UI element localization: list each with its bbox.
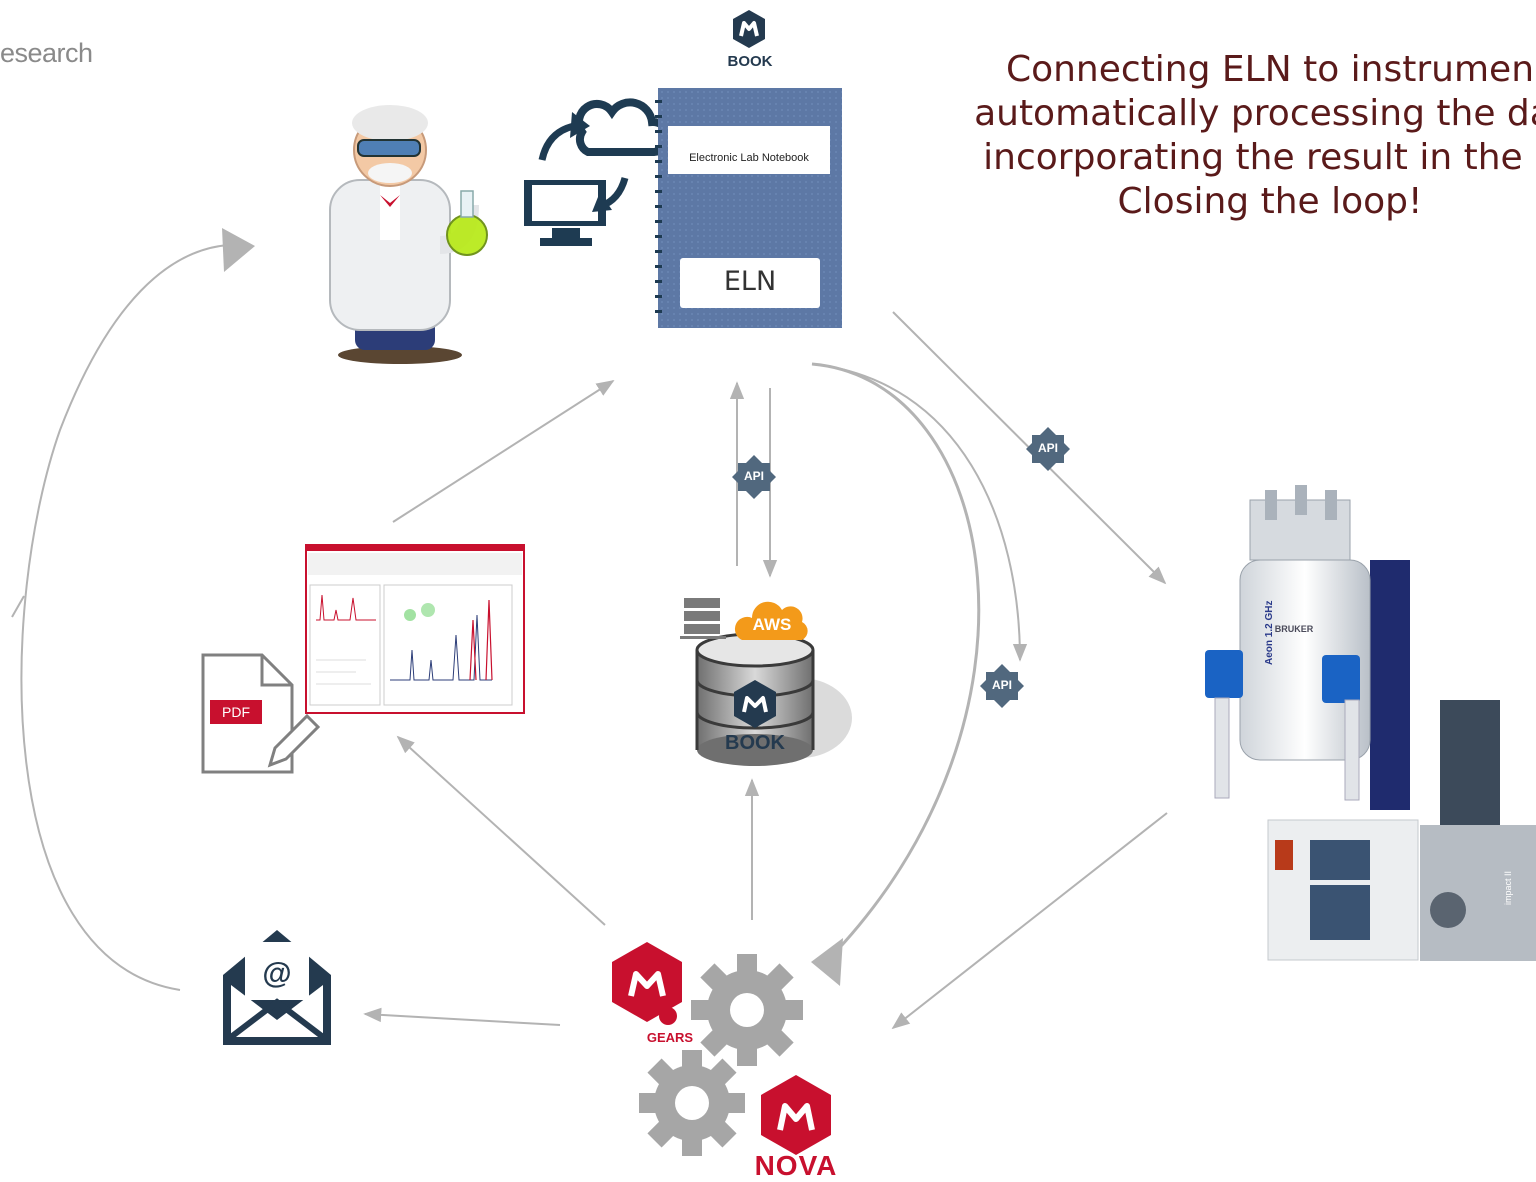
pdf-label: PDF xyxy=(222,704,250,720)
arrow-gears-to-email xyxy=(363,1007,561,1026)
server-icon xyxy=(680,598,726,639)
email-icon: @ xyxy=(223,930,331,1045)
nmr-spectrometer xyxy=(1205,485,1410,810)
book-logo-label: BOOK xyxy=(727,53,773,70)
sync-cloud-icon xyxy=(524,98,673,246)
api-badge-2 xyxy=(1026,427,1070,471)
api-label-2: API xyxy=(1037,441,1058,455)
api-label-1: API xyxy=(743,469,764,483)
api-badge-1 xyxy=(732,455,776,499)
eln-notebook xyxy=(655,88,842,328)
arrow-eln-to-api-right xyxy=(811,363,1028,662)
instrument-model: Aeon 1.2 GHz xyxy=(1264,600,1275,665)
nova-logo xyxy=(761,1075,831,1155)
loop-up-tick xyxy=(11,595,25,618)
arrowhead-to-gears xyxy=(811,938,843,986)
svg-text:@: @ xyxy=(262,957,291,990)
headline-line-1: Connecting ELN to instrumen xyxy=(1005,49,1535,90)
headline: Connecting ELN to instrumen automaticall… xyxy=(870,48,1536,224)
gears-logo xyxy=(612,942,682,1025)
arrow-eln-to-gears xyxy=(811,362,981,962)
headline-line-3: incorporating the result in the E xyxy=(983,137,1536,178)
ms-label: impact II xyxy=(1503,870,1513,905)
aws-label: AWS xyxy=(752,615,792,634)
gear-icon-small xyxy=(639,1050,745,1156)
aws-cloud-icon xyxy=(734,601,808,640)
gear-icon-large xyxy=(691,954,803,1066)
cloud-database xyxy=(680,598,852,766)
lc-ms-system xyxy=(1267,700,1536,961)
report-screenshot xyxy=(305,544,525,714)
api-label-3: API xyxy=(991,678,1012,692)
pencil-icon xyxy=(267,713,321,768)
api-badge-3 xyxy=(980,664,1024,708)
pdf-document-icon xyxy=(201,653,321,774)
brand-text: esearch xyxy=(0,38,93,68)
notebook-title: Electronic Lab Notebook xyxy=(689,152,809,164)
arrow-report-to-eln xyxy=(392,380,615,523)
arrow-gears-to-report xyxy=(396,735,606,926)
gears-label: GEARS xyxy=(646,1030,694,1045)
book-logo xyxy=(733,10,765,48)
scientist-illustration xyxy=(329,105,488,364)
database-book-label: BOOK xyxy=(725,732,785,754)
headline-line-2: automatically processing the dat xyxy=(974,93,1536,134)
instrument-brand: BRUKER xyxy=(1274,624,1314,634)
arrows xyxy=(11,244,1168,1030)
nova-label: NOVA xyxy=(754,1150,838,1181)
notebook-eln-label: ELN xyxy=(723,266,777,297)
loop-arc xyxy=(20,244,229,991)
arrow-instrument-to-gears xyxy=(891,812,1168,1030)
headline-line-4: Closing the loop! xyxy=(1117,181,1423,222)
arrowhead-to-scientist xyxy=(222,228,255,272)
